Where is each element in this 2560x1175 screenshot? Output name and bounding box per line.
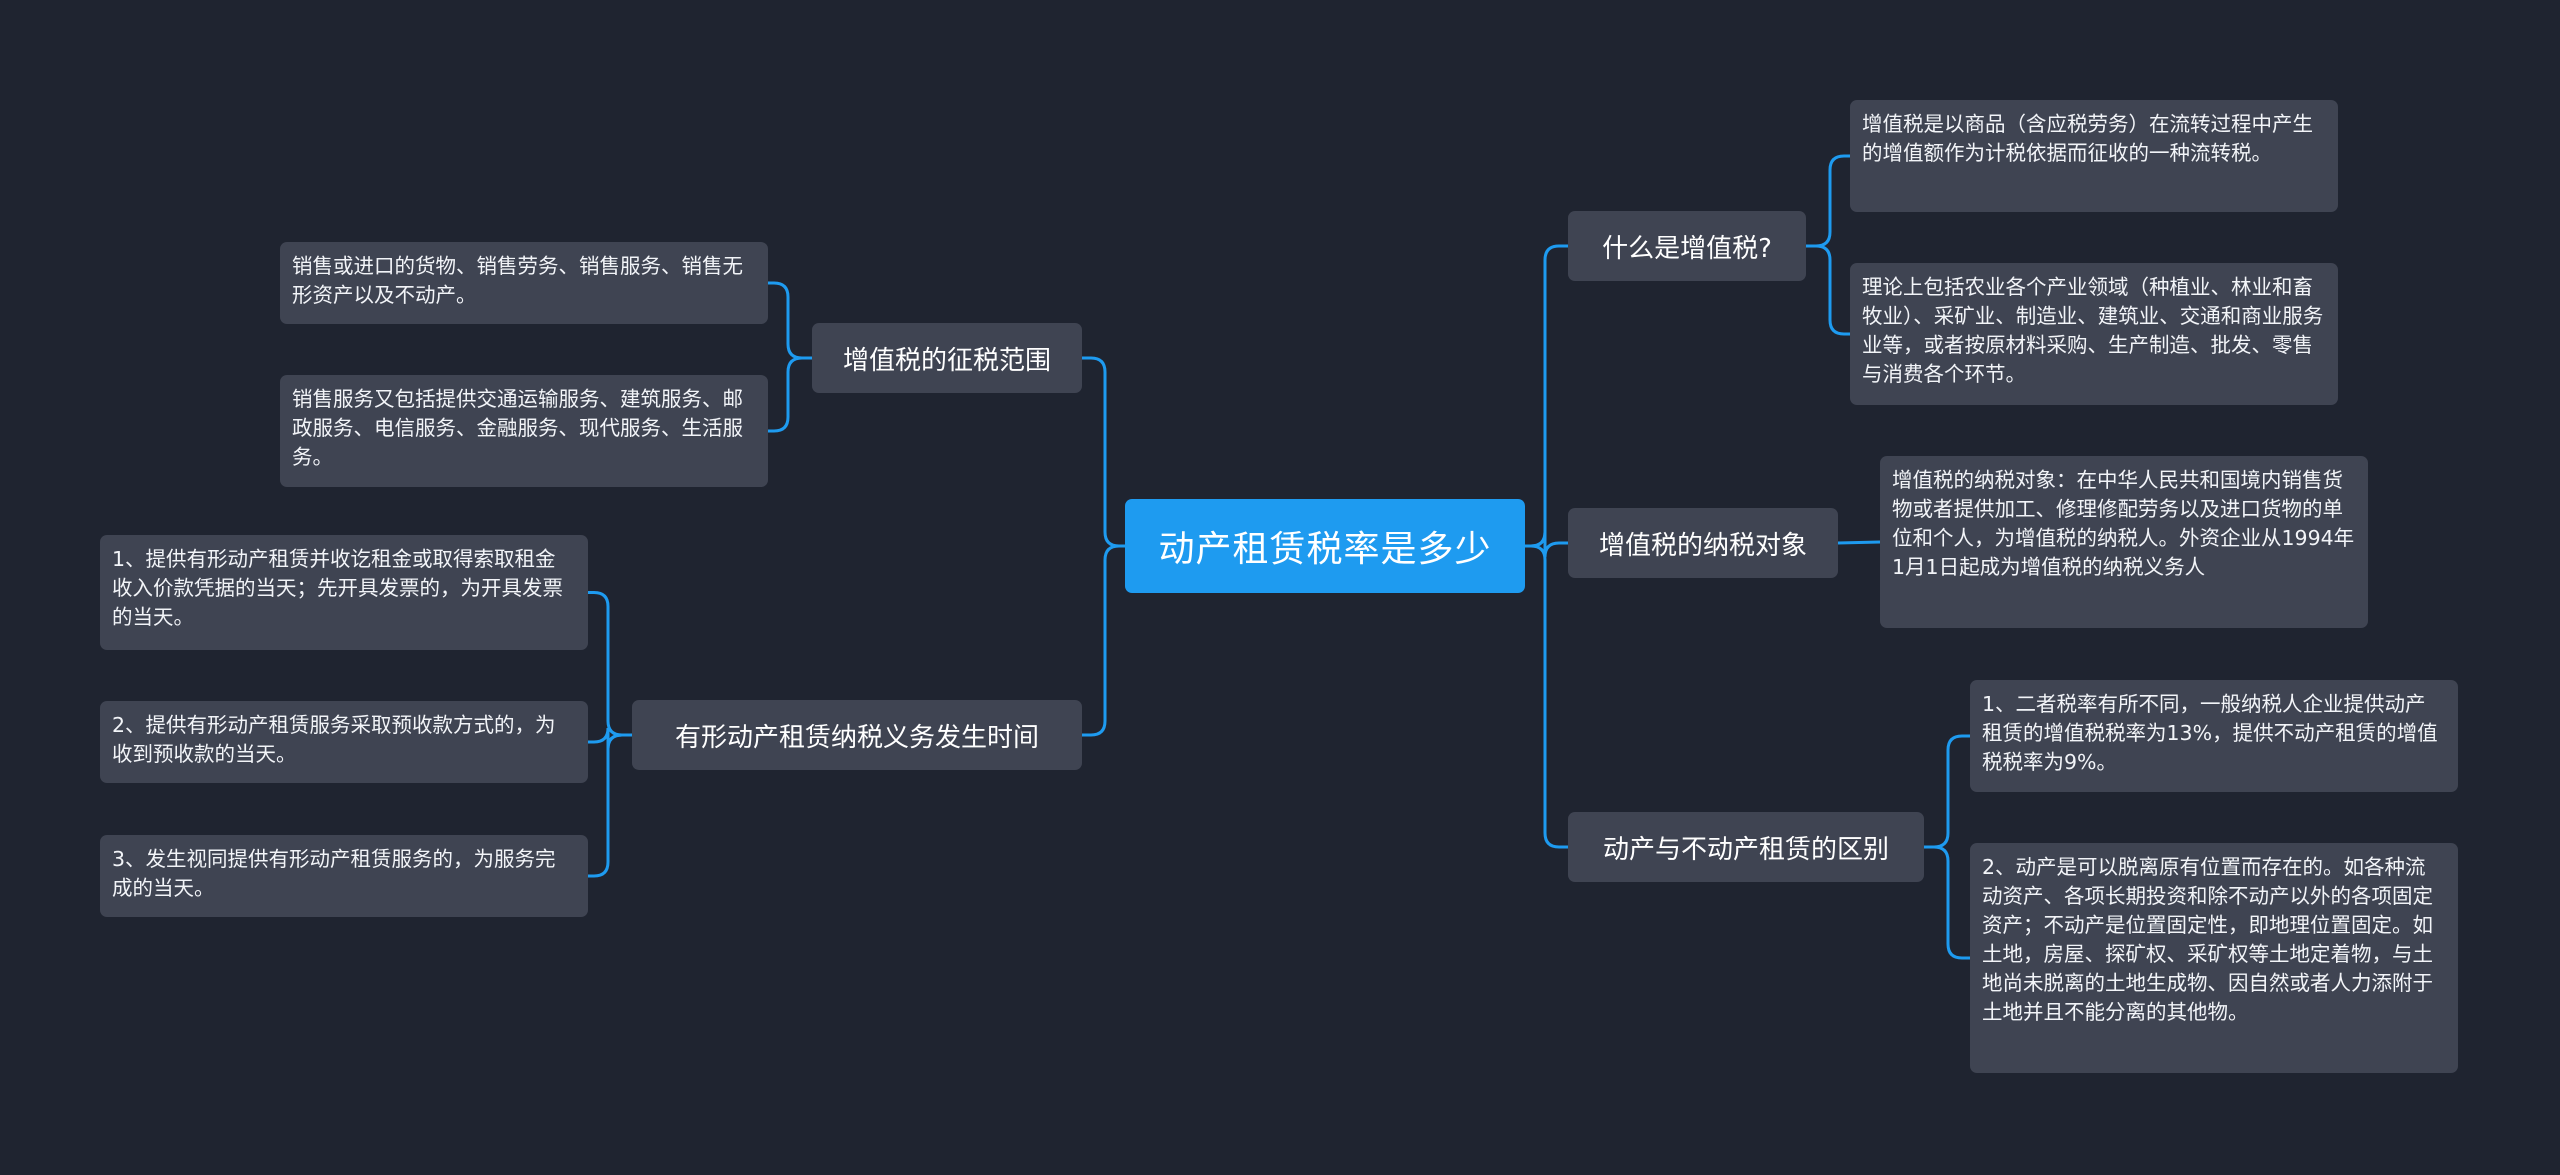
- link-branch-vat-taxpayer-0: [1837, 540, 1881, 545]
- link-branch-vat-scope-1: [768, 356, 812, 433]
- link-branch-tax-obligation-time-2: [588, 733, 632, 878]
- link-root-left-1: [1082, 544, 1125, 737]
- root-topic[interactable]: 动产租赁税率是多少: [1125, 499, 1525, 593]
- link-branch-what-is-vat-0: [1806, 154, 1850, 248]
- link-branch-vat-scope-0: [768, 281, 812, 360]
- branch-vat-taxpayer[interactable]: 增值税的纳税对象: [1568, 508, 1838, 578]
- link-branch-movable-vs-immovable-1: [1924, 845, 1970, 960]
- leaf-what-is-vat-1[interactable]: 增值税是以商品（含应税劳务）在流转过程中产生的增值额作为计税依据而征收的一种流转…: [1850, 100, 2338, 212]
- link-root-right-0: [1525, 244, 1568, 548]
- leaf-vat-scope-1[interactable]: 销售或进口的货物、销售劳务、销售服务、销售无形资产以及不动产。: [280, 242, 768, 324]
- link-root-left-0: [1082, 356, 1125, 548]
- branch-movable-vs-immovable[interactable]: 动产与不动产租赁的区别: [1568, 812, 1924, 882]
- leaf-vat-taxpayer-1[interactable]: 增值税的纳税对象：在中华人民共和国境内销售货物或者提供加工、修理修配劳务以及进口…: [1880, 456, 2368, 628]
- leaf-movable-vs-immovable-2[interactable]: 2、动产是可以脱离原有位置而存在的。如各种流动资产、各项长期投资和除不动产以外的…: [1970, 843, 2458, 1073]
- leaf-tax-obligation-2[interactable]: 2、提供有形动产租赁服务采取预收款方式的，为收到预收款的当天。: [100, 701, 588, 783]
- leaf-tax-obligation-1[interactable]: 1、提供有形动产租赁并收讫租金或取得索取租金收入价款凭据的当天；先开具发票的，为…: [100, 535, 588, 650]
- leaf-what-is-vat-2[interactable]: 理论上包括农业各个产业领域（种植业、林业和畜牧业）、采矿业、制造业、建筑业、交通…: [1850, 263, 2338, 405]
- link-branch-movable-vs-immovable-0: [1924, 734, 1970, 849]
- leaf-vat-scope-2[interactable]: 销售服务又包括提供交通运输服务、建筑服务、邮政服务、电信服务、金融服务、现代服务…: [280, 375, 768, 487]
- branch-vat-scope[interactable]: 增值税的征税范围: [812, 323, 1082, 393]
- leaf-tax-obligation-3[interactable]: 3、发生视同提供有形动产租赁服务的，为服务完成的当天。: [100, 835, 588, 917]
- leaf-movable-vs-immovable-1[interactable]: 1、二者税率有所不同，一般纳税人企业提供动产租赁的增值税税率为13%，提供不动产…: [1970, 680, 2458, 792]
- link-branch-what-is-vat-1: [1806, 244, 1850, 336]
- link-root-right-1: [1525, 531, 1568, 558]
- link-root-right-2: [1525, 544, 1568, 849]
- branch-what-is-vat[interactable]: 什么是增值税?: [1568, 211, 1806, 281]
- link-branch-tax-obligation-time-0: [588, 591, 632, 737]
- branch-tax-obligation-time[interactable]: 有形动产租赁纳税义务发生时间: [632, 700, 1082, 770]
